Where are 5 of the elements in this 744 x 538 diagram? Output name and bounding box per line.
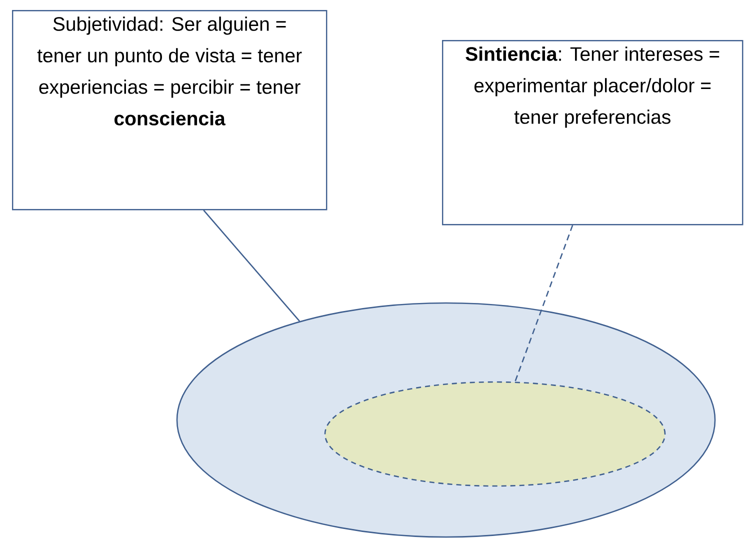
leader-line	[514, 224, 574, 382]
text-box: Subjetividad: Ser alguien = tener un punto de vista = tener experiencias = percibir = tener consciencia	[12, 10, 328, 210]
leader-line	[203, 210, 300, 322]
text-box: Sintiencia: Tener intereses = experimentar placer/dolor = tener preferencias	[442, 40, 744, 226]
inner-ellipse	[324, 381, 666, 487]
